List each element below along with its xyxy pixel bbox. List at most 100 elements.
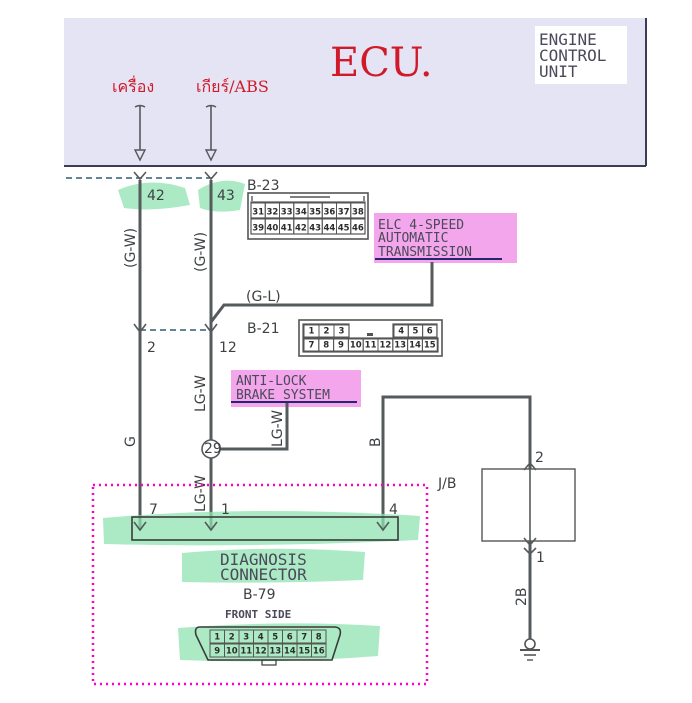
b79-pin-3: 3 xyxy=(243,633,249,643)
b21-pin-10: 10 xyxy=(350,341,362,351)
b23-pin-44: 44 xyxy=(323,224,335,234)
b21-pin-5: 5 xyxy=(412,327,418,337)
b23-pin-41: 41 xyxy=(281,224,293,234)
splice-id: 29 xyxy=(204,441,222,457)
ecu-label-line3: UNIT xyxy=(539,62,578,81)
pin-12-label: 12 xyxy=(219,340,237,356)
b23-pin-40: 40 xyxy=(266,224,278,234)
ecu-handwritten-title: ECU. xyxy=(330,40,433,86)
b23-pin-46: 46 xyxy=(352,224,364,234)
connector-b23-id: B-23 xyxy=(247,178,279,194)
b23-pin-35: 35 xyxy=(309,208,321,218)
wire-label-g-l: (G-L) xyxy=(246,289,281,305)
b23-pin-43: 43 xyxy=(309,224,321,234)
highlight-diagnosis-title xyxy=(182,548,365,583)
ecu-label-box xyxy=(535,26,627,84)
diag-pin-1: 1 xyxy=(221,502,230,518)
annotation-transmission-abs: เกียร์/ABS xyxy=(196,77,269,96)
b79-pin-10: 10 xyxy=(226,647,238,657)
b79-pin-5: 5 xyxy=(272,633,278,643)
wire-label-left-lower: G xyxy=(123,436,139,447)
diag-pin-7: 7 xyxy=(149,502,158,518)
diagnosis-view-label: FRONT SIDE xyxy=(225,608,291,621)
b21-pin-15: 15 xyxy=(424,341,436,351)
wire-label-left-upper: (G-W) xyxy=(123,228,139,268)
b23-pin-45: 45 xyxy=(338,224,350,234)
b79-pin-2: 2 xyxy=(229,633,235,643)
b79-pin-7: 7 xyxy=(301,633,307,643)
wire-label-mid-bottom: LG-W xyxy=(193,475,209,512)
b21-pin-8: 8 xyxy=(323,341,329,351)
b79-pin-11: 11 xyxy=(240,647,252,657)
b23-pin-32: 32 xyxy=(266,208,278,218)
junction-block xyxy=(481,468,576,542)
b79-pin-15: 15 xyxy=(298,647,310,657)
abs-line2: BRAKE SYSTEM xyxy=(236,388,330,403)
transmission-module-highlight xyxy=(374,213,517,263)
b21-pin-7: 7 xyxy=(308,341,314,351)
transmission-line1: ELC 4-SPEED xyxy=(378,218,464,233)
jb-label: J/B xyxy=(437,476,456,492)
ecu-label-line2: CONTROL xyxy=(539,46,606,65)
diagnosis-connector-id: B-79 xyxy=(243,587,275,603)
b23-pin-39: 39 xyxy=(252,224,264,234)
wire-label-2b: 2B xyxy=(514,587,530,606)
b21-pin-1: 1 xyxy=(309,327,315,337)
b23-pin-33: 33 xyxy=(281,208,293,218)
b79-pin-13: 13 xyxy=(269,647,281,657)
b23-pin-31: 31 xyxy=(252,208,264,218)
b21-pin-cell xyxy=(422,324,438,338)
abs-module-highlight xyxy=(231,370,361,407)
wire-lg-w-abs xyxy=(220,403,289,451)
b79-pin-9: 9 xyxy=(214,647,220,657)
diagnosis-connector-face xyxy=(194,626,342,666)
b21-pin-4: 4 xyxy=(398,327,404,337)
jb-pin-top: 2 xyxy=(535,450,544,466)
diagnosis-title-line1: DIAGNOSIS xyxy=(220,550,307,569)
b21-pin-arrows xyxy=(133,323,218,334)
b23-pin-42: 42 xyxy=(295,224,307,234)
splice-29 xyxy=(201,439,221,459)
connector-b21-id: B-21 xyxy=(247,321,279,337)
diagnosis-selection-box[interactable] xyxy=(91,483,429,686)
pin-2-label: 2 xyxy=(147,340,156,356)
b79-pin-4: 4 xyxy=(258,633,264,643)
b23-pin-arrows xyxy=(133,171,218,181)
b23-pin-34: 34 xyxy=(295,208,307,218)
pin-43-label: 43 xyxy=(217,188,235,204)
ground-icon xyxy=(520,638,540,661)
b21-pin-cell xyxy=(333,324,350,338)
b79-pin-6: 6 xyxy=(287,633,293,643)
b21-pin-13: 13 xyxy=(394,341,406,351)
diagnosis-title-line2: CONNECTOR xyxy=(220,565,307,584)
b79-pin-14: 14 xyxy=(284,647,296,657)
b21-pin-14: 14 xyxy=(409,341,421,351)
b23-pin-37: 37 xyxy=(338,208,350,218)
ecu-terminal-arrow-43 xyxy=(204,104,218,162)
b21-pin-6: 6 xyxy=(427,327,433,337)
annotation-engine: เครื่อง xyxy=(112,75,154,96)
diagnosis-terminal-bar xyxy=(131,516,399,541)
wire-label-abs: LG-W xyxy=(270,410,286,447)
b23-pin-cell xyxy=(350,218,366,235)
diag-pin-4: 4 xyxy=(389,502,398,518)
b79-pin-1: 1 xyxy=(214,633,220,643)
highlight-diagnosis-face xyxy=(178,623,380,662)
wire-label-b: B xyxy=(368,437,384,447)
jb-pin-bottom: 1 xyxy=(536,550,545,566)
diagnosis-pin-arrows xyxy=(133,521,390,532)
pin-42-label: 42 xyxy=(147,188,165,204)
ecu-label-line1: ENGINE xyxy=(539,30,597,49)
b21-pin-2: 2 xyxy=(324,327,330,337)
b79-pin-16: 16 xyxy=(313,647,325,657)
b23-pin-cell xyxy=(350,202,366,219)
b21-pin-9: 9 xyxy=(338,341,344,351)
jb-pin-arrows xyxy=(523,461,537,556)
wire-label-mid-lower: LG-W xyxy=(193,375,209,412)
b79-pin-12: 12 xyxy=(255,647,267,657)
wire-g-l-transmission xyxy=(209,262,434,323)
abs-line1: ANTI-LOCK xyxy=(236,374,307,389)
b79-pin-cell xyxy=(311,643,327,658)
transmission-line2: AUTOMATIC xyxy=(378,231,448,246)
